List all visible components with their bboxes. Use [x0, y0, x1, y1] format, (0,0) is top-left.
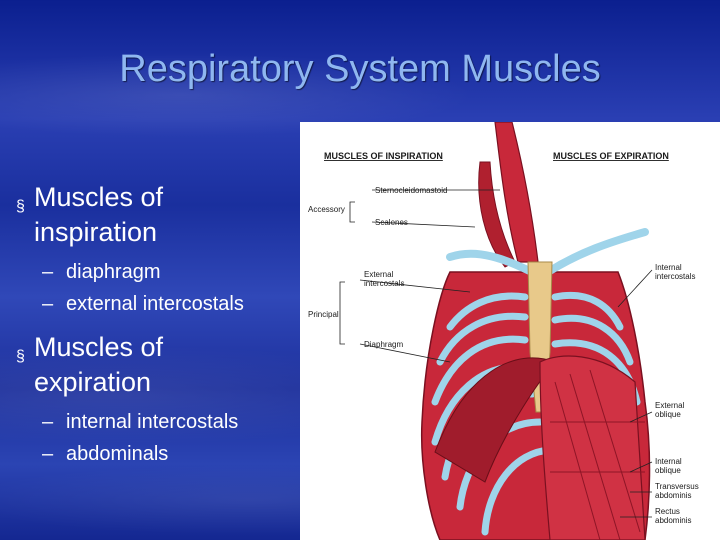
bullet-text-line1: Muscles of	[34, 182, 164, 212]
dash-marker: –	[42, 261, 54, 283]
label-internal-oblique-1: Internal	[655, 457, 682, 466]
bullet-text-line2: inspiration	[34, 217, 158, 247]
label-external-intercostals-2: intercostals	[364, 279, 404, 288]
dash-marker: –	[42, 411, 54, 433]
label-diaphragm: Diaphragm	[364, 340, 403, 349]
label-accessory: Accessory	[308, 205, 345, 214]
subitem-text: diaphragm	[66, 261, 161, 283]
subitem-text: external intercostals	[66, 293, 244, 315]
bullet-list: § Muscles of inspiration – diaphragm – e…	[16, 180, 306, 470]
bullet-marker: §	[16, 348, 25, 365]
label-external-intercostals-1: External	[364, 270, 394, 279]
slide-title: Respiratory System Muscles	[119, 48, 601, 90]
label-principal: Principal	[308, 310, 339, 319]
subitem-internal-intercostals: – internal intercostals	[16, 406, 306, 438]
label-internal-oblique-2: oblique	[655, 466, 681, 475]
dash-marker: –	[42, 443, 54, 465]
clavicle-right	[544, 228, 649, 276]
bullet-inspiration: § Muscles of inspiration	[16, 180, 306, 250]
subitem-text: internal intercostals	[66, 411, 239, 433]
bullet-text-line2: expiration	[34, 367, 152, 397]
subitem-text: abdominals	[66, 443, 169, 465]
label-internal-intercostals-2: intercostals	[655, 272, 695, 281]
bullet-expiration: § Muscles of expiration	[16, 330, 306, 400]
dash-marker: –	[42, 293, 54, 315]
anatomy-illustration: MUSCLES OF INSPIRATION MUSCLES OF EXPIRA…	[308, 122, 699, 540]
label-internal-intercostals-1: Internal	[655, 263, 682, 272]
leader-lines	[339, 189, 653, 518]
subitem-diaphragm: – diaphragm	[16, 256, 306, 288]
bullet-marker: §	[16, 198, 25, 215]
clavicle-left	[446, 249, 536, 276]
label-rectus-2: abdominis	[655, 516, 691, 525]
heading-inspiration: MUSCLES OF INSPIRATION	[324, 151, 443, 161]
label-sternocleidomastoid: Sternocleidomastoid	[375, 186, 447, 195]
heading-expiration: MUSCLES OF EXPIRATION	[553, 151, 669, 161]
label-transversus-2: abdominis	[655, 491, 691, 500]
label-transversus-1: Transversus	[655, 482, 699, 491]
label-scalenes: Scalenes	[375, 218, 408, 227]
subitem-abdominals: – abdominals	[16, 438, 306, 470]
label-external-oblique-1: External	[655, 401, 685, 410]
label-external-oblique-2: oblique	[655, 410, 681, 419]
subitem-external-intercostals: – external intercostals	[16, 288, 306, 320]
label-rectus-1: Rectus	[655, 507, 680, 516]
abdominal-fibers	[550, 369, 645, 540]
bullet-text-line1: Muscles of	[34, 332, 164, 362]
respiratory-muscles-figure: MUSCLES OF INSPIRATION MUSCLES OF EXPIRA…	[300, 122, 720, 540]
